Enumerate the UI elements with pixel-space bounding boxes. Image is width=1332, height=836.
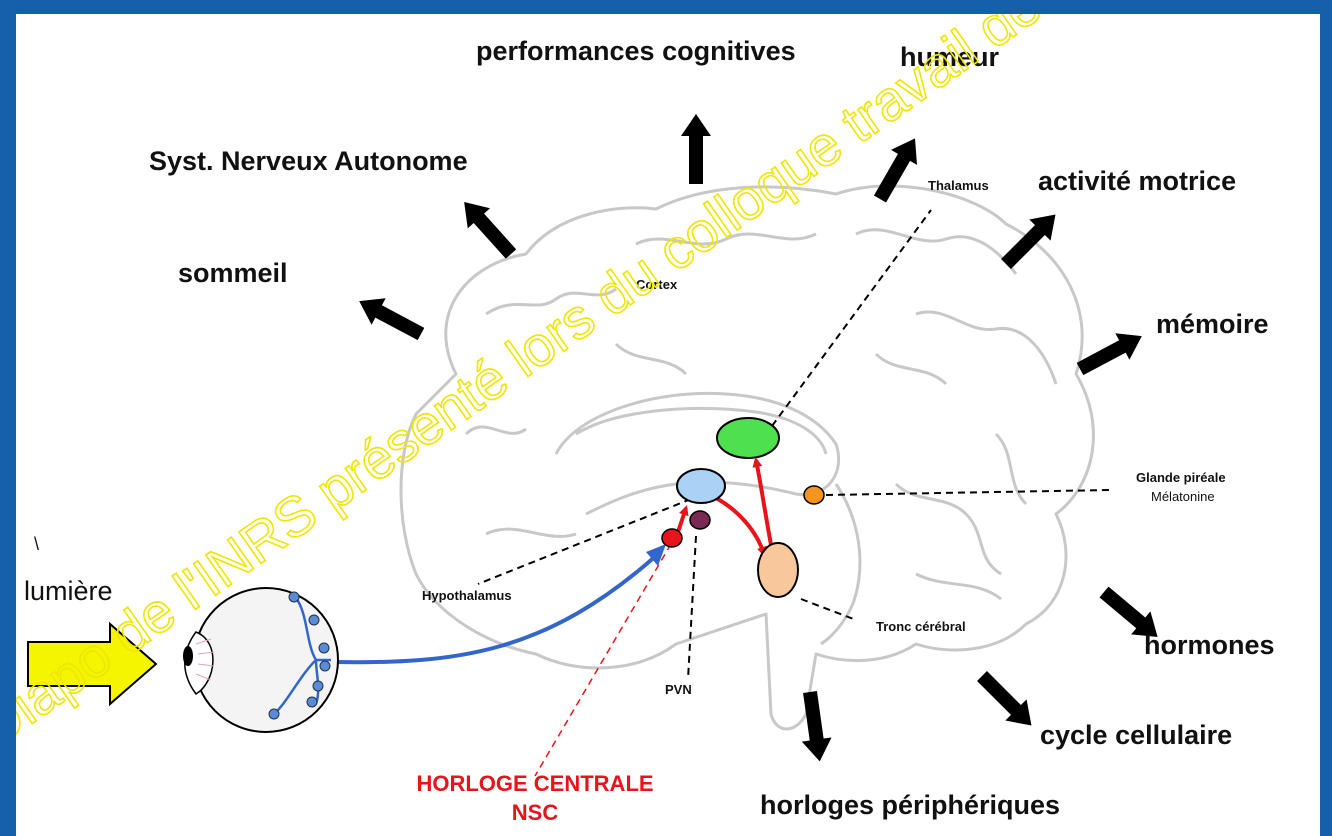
label-light: lumière [24,576,113,606]
label-pineal: Glande piréale [1136,470,1226,485]
stray-mark: \ [34,534,39,554]
thalamus-shape [717,418,779,458]
label-hormones: hormones [1144,630,1275,660]
diagram-canvas: performances cognitives humeur Syst. Ner… [16,14,1320,836]
label-peripheral: horloges périphériques [760,790,1060,820]
nsc-dot [662,529,682,547]
label-memory: mémoire [1156,309,1269,339]
label-cell-cycle: cycle cellulaire [1040,720,1232,750]
arrow-cell-cycle [971,665,1042,736]
label-central-clock-abbr: NSC [512,800,559,825]
label-melatonin: Mélatonine [1151,489,1215,504]
label-sleep: sommeil [178,258,288,288]
label-motor: activité motrice [1038,166,1236,196]
label-thalamus: Thalamus [928,178,989,193]
label-central-clock: HORLOGE CENTRALE [416,771,653,796]
brain-clock-diagram: performances cognitives humeur Syst. Ner… [16,14,1320,836]
hypothalamus-shape [677,469,725,503]
arrow-sleep [352,288,428,347]
label-pvn: PVN [665,682,692,697]
label-cognitive: performances cognitives [476,36,796,66]
nsc-leader-line [535,544,671,776]
arrow-peripheral [795,690,834,763]
arrow-cognitive [681,114,711,184]
arrow-ans [453,192,522,264]
label-hypothalamus: Hypothalamus [422,588,512,603]
optic-nerve-path [334,554,658,662]
label-ans: Syst. Nerveux Autonome [149,146,468,176]
pvn-dot [690,511,710,529]
brainstem-shape [758,543,798,597]
pineal-dot [804,486,824,504]
leader-lines [478,210,1111,679]
arrow-memory [1073,323,1149,382]
label-brainstem: Tronc cérébral [876,619,966,634]
